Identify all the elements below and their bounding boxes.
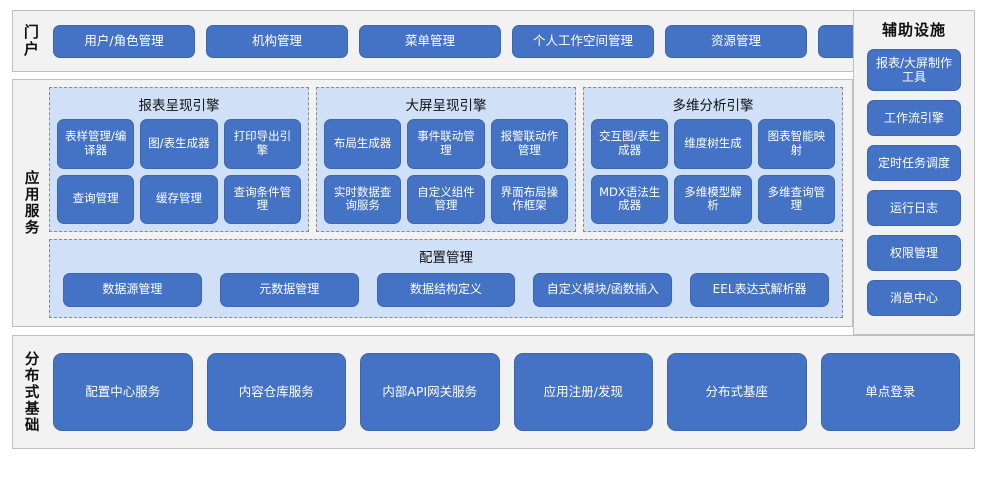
multidimensional-analysis-engine-panel: 多维分析引擎 交互图/表生成器 维度树生成 图表智能映射 MDX语法生成器 多维… <box>583 87 843 232</box>
portal-section-label: 门户 <box>21 24 40 58</box>
auxiliary-facilities-title: 辅助设施 <box>881 21 946 39</box>
report-item-query-management[interactable]: 查询管理 <box>57 174 135 224</box>
portal-item-menu-management[interactable]: 菜单管理 <box>359 24 501 58</box>
aux-item-permission-management[interactable]: 权限管理 <box>867 235 961 271</box>
portal-row: 门户 用户/角色管理 机构管理 菜单管理 个人工作空间管理 资源管理 自助分析 <box>12 10 975 72</box>
distributed-foundation-list: 配置中心服务 内容仓库服务 内部API网关服务 应用注册/发现 分布式基座 单点… <box>47 336 974 448</box>
application-services-body: 报表呈现引擎 表样管理/编译器 图/表生成器 打印导出引擎 查询管理 缓存管理 … <box>47 80 852 326</box>
screen-item-event-linkage-management[interactable]: 事件联动管理 <box>407 119 485 169</box>
report-rendering-engine-grid: 表样管理/编译器 图/表生成器 打印导出引擎 查询管理 缓存管理 查询条件管理 <box>57 119 301 224</box>
auxiliary-facilities-list: 报表/大屏制作工具 工作流引擎 定时任务调度 运行日志 权限管理 消息中心 <box>854 49 974 328</box>
olap-item-mdx-syntax-generator[interactable]: MDX语法生成器 <box>591 174 669 224</box>
base-item-distributed-base[interactable]: 分布式基座 <box>667 353 807 431</box>
olap-item-dimension-tree-generation[interactable]: 维度树生成 <box>674 119 752 169</box>
olap-item-multidimensional-model-parsing[interactable]: 多维模型解析 <box>674 174 752 224</box>
screen-item-layout-generator[interactable]: 布局生成器 <box>324 119 402 169</box>
report-rendering-engine-title: 报表呈现引擎 <box>138 98 220 114</box>
config-item-metadata-management[interactable]: 元数据管理 <box>219 272 359 307</box>
application-services-section: 应用服务 报表呈现引擎 表样管理/编译器 图/表生成器 打印导出引擎 查询管理 … <box>12 79 853 327</box>
aux-item-message-center[interactable]: 消息中心 <box>867 280 961 316</box>
olap-item-multidimensional-query-management[interactable]: 多维查询管理 <box>757 174 835 224</box>
configuration-management-title: 配置管理 <box>419 250 473 266</box>
screen-item-realtime-data-query-service[interactable]: 实时数据查询服务 <box>324 174 402 224</box>
aux-item-scheduled-task-scheduler[interactable]: 定时任务调度 <box>867 145 961 181</box>
application-services-label: 应用服务 <box>22 170 39 236</box>
olap-item-chart-smart-mapping[interactable]: 图表智能映射 <box>757 119 835 169</box>
report-item-chart-table-generator[interactable]: 图/表生成器 <box>140 119 218 169</box>
auxiliary-facilities-section: 辅助设施 报表/大屏制作工具 工作流引擎 定时任务调度 运行日志 权限管理 消息… <box>853 10 975 335</box>
aux-item-report-screen-authoring-tool[interactable]: 报表/大屏制作工具 <box>867 49 961 91</box>
portal-item-org-management[interactable]: 机构管理 <box>206 24 348 58</box>
base-item-single-sign-on[interactable]: 单点登录 <box>820 353 960 431</box>
base-item-config-center-service[interactable]: 配置中心服务 <box>53 353 193 431</box>
screen-item-custom-component-management[interactable]: 自定义组件管理 <box>407 174 485 224</box>
engines-row: 报表呈现引擎 表样管理/编译器 图/表生成器 打印导出引擎 查询管理 缓存管理 … <box>49 87 843 232</box>
report-item-print-export-engine[interactable]: 打印导出引擎 <box>223 119 301 169</box>
large-screen-rendering-engine-title: 大屏呈现引擎 <box>405 98 487 114</box>
screen-item-ui-layout-operation-framework[interactable]: 界面布局操作框架 <box>490 174 568 224</box>
portal-section: 门户 用户/角色管理 机构管理 菜单管理 个人工作空间管理 资源管理 自助分析 <box>12 10 975 72</box>
aux-item-runtime-log[interactable]: 运行日志 <box>867 190 961 226</box>
multidimensional-analysis-engine-title: 多维分析引擎 <box>672 98 754 114</box>
report-rendering-engine-panel: 报表呈现引擎 表样管理/编译器 图/表生成器 打印导出引擎 查询管理 缓存管理 … <box>49 87 309 232</box>
portal-item-list: 用户/角色管理 机构管理 菜单管理 个人工作空间管理 资源管理 自助分析 <box>47 11 974 71</box>
config-item-data-structure-definition[interactable]: 数据结构定义 <box>376 272 516 307</box>
config-item-eel-expression-parser[interactable]: EEL表达式解析器 <box>690 272 829 307</box>
portal-item-personal-workspace-management[interactable]: 个人工作空间管理 <box>512 24 654 58</box>
large-screen-rendering-engine-grid: 布局生成器 事件联动管理 报警联动作管理 实时数据查询服务 自定义组件管理 界面… <box>324 119 568 224</box>
configuration-management-panel: 配置管理 数据源管理 元数据管理 数据结构定义 自定义模块/函数插入 EEL表达… <box>49 239 843 318</box>
base-item-content-repository-service[interactable]: 内容仓库服务 <box>206 353 346 431</box>
config-item-custom-module-function-insertion[interactable]: 自定义模块/函数插入 <box>533 272 673 307</box>
portal-item-user-role-management[interactable]: 用户/角色管理 <box>53 24 195 58</box>
large-screen-rendering-engine-panel: 大屏呈现引擎 布局生成器 事件联动管理 报警联动作管理 实时数据查询服务 自定义… <box>316 87 576 232</box>
config-item-datasource-management[interactable]: 数据源管理 <box>63 272 202 307</box>
distributed-foundation-section: 分布式基础 配置中心服务 内容仓库服务 内部API网关服务 应用注册/发现 分布… <box>12 335 975 449</box>
portal-item-resource-management[interactable]: 资源管理 <box>665 24 807 58</box>
screen-item-alarm-linkage-action-management[interactable]: 报警联动作管理 <box>490 119 568 169</box>
aux-item-workflow-engine[interactable]: 工作流引擎 <box>867 100 961 136</box>
configuration-management-list: 数据源管理 元数据管理 数据结构定义 自定义模块/函数插入 EEL表达式解析器 <box>59 272 833 309</box>
base-item-internal-api-gateway-service[interactable]: 内部API网关服务 <box>360 353 500 431</box>
distributed-foundation-label: 分布式基础 <box>22 350 39 434</box>
report-item-template-management-compiler[interactable]: 表样管理/编译器 <box>57 119 135 169</box>
olap-item-interactive-chart-table-generator[interactable]: 交互图/表生成器 <box>591 119 669 169</box>
report-item-query-condition-management[interactable]: 查询条件管理 <box>223 174 301 224</box>
multidimensional-analysis-engine-grid: 交互图/表生成器 维度树生成 图表智能映射 MDX语法生成器 多维模型解析 多维… <box>591 119 835 224</box>
base-item-application-registration-discovery[interactable]: 应用注册/发现 <box>513 353 653 431</box>
report-item-cache-management[interactable]: 缓存管理 <box>140 174 218 224</box>
